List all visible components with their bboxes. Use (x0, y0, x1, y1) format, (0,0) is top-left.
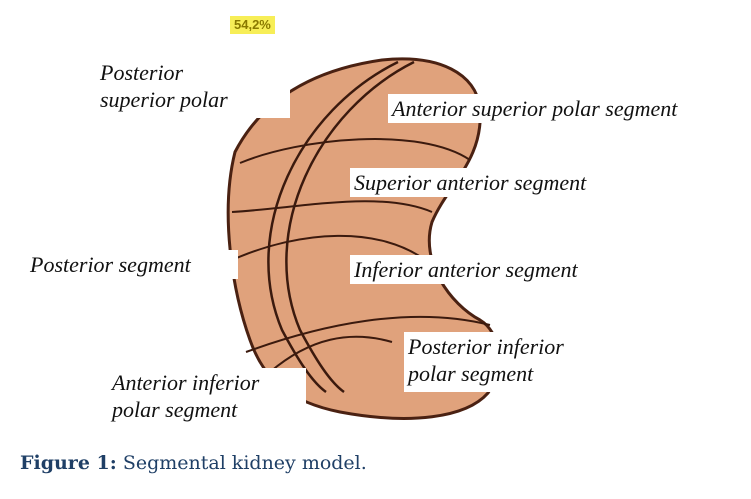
percentage-badge: 54,2% (230, 16, 275, 34)
ureter-line-right (285, 60, 415, 394)
label-line: Posterior (100, 60, 184, 85)
label-superior-anterior-segment: Superior anterior segment (350, 168, 591, 197)
label-anterior-inferior-polar-segment: Anterior inferior polar segment (108, 368, 306, 428)
label-line: polar segment (408, 361, 534, 386)
divider-line-1 (239, 138, 471, 164)
label-inferior-anterior-segment: Inferior anterior segment (350, 255, 582, 284)
caption-label: Figure 1: (20, 452, 117, 474)
label-line: Posterior segment (30, 252, 191, 277)
divider-line-4 (245, 315, 491, 353)
label-line: Posterior inferior (408, 334, 564, 359)
caption-text: Segmental kidney model. (122, 452, 367, 474)
segment-divider-lines (231, 138, 491, 373)
label-line: Anterior inferior (112, 370, 260, 395)
label-line: superior polar (100, 87, 228, 112)
label-posterior-inferior-polar-segment: Posterior inferior polar segment (404, 332, 580, 392)
label-posterior-superior-polar: Posterior superior polar (96, 58, 290, 118)
label-line: polar segment (112, 397, 238, 422)
label-line: Superior anterior segment (354, 170, 587, 195)
divider-line-3 (231, 234, 429, 263)
figure-caption: Figure 1: Segmental kidney model. (20, 452, 367, 474)
label-anterior-superior-polar-segment: Anterior superior polar segment (388, 94, 682, 123)
label-line: Inferior anterior segment (354, 257, 578, 282)
divider-line-2 (231, 200, 433, 213)
label-posterior-segment: Posterior segment (26, 250, 238, 279)
divider-line-5 (269, 335, 393, 373)
label-line: Anterior superior polar segment (392, 96, 678, 121)
kidney-outline (226, 57, 501, 420)
